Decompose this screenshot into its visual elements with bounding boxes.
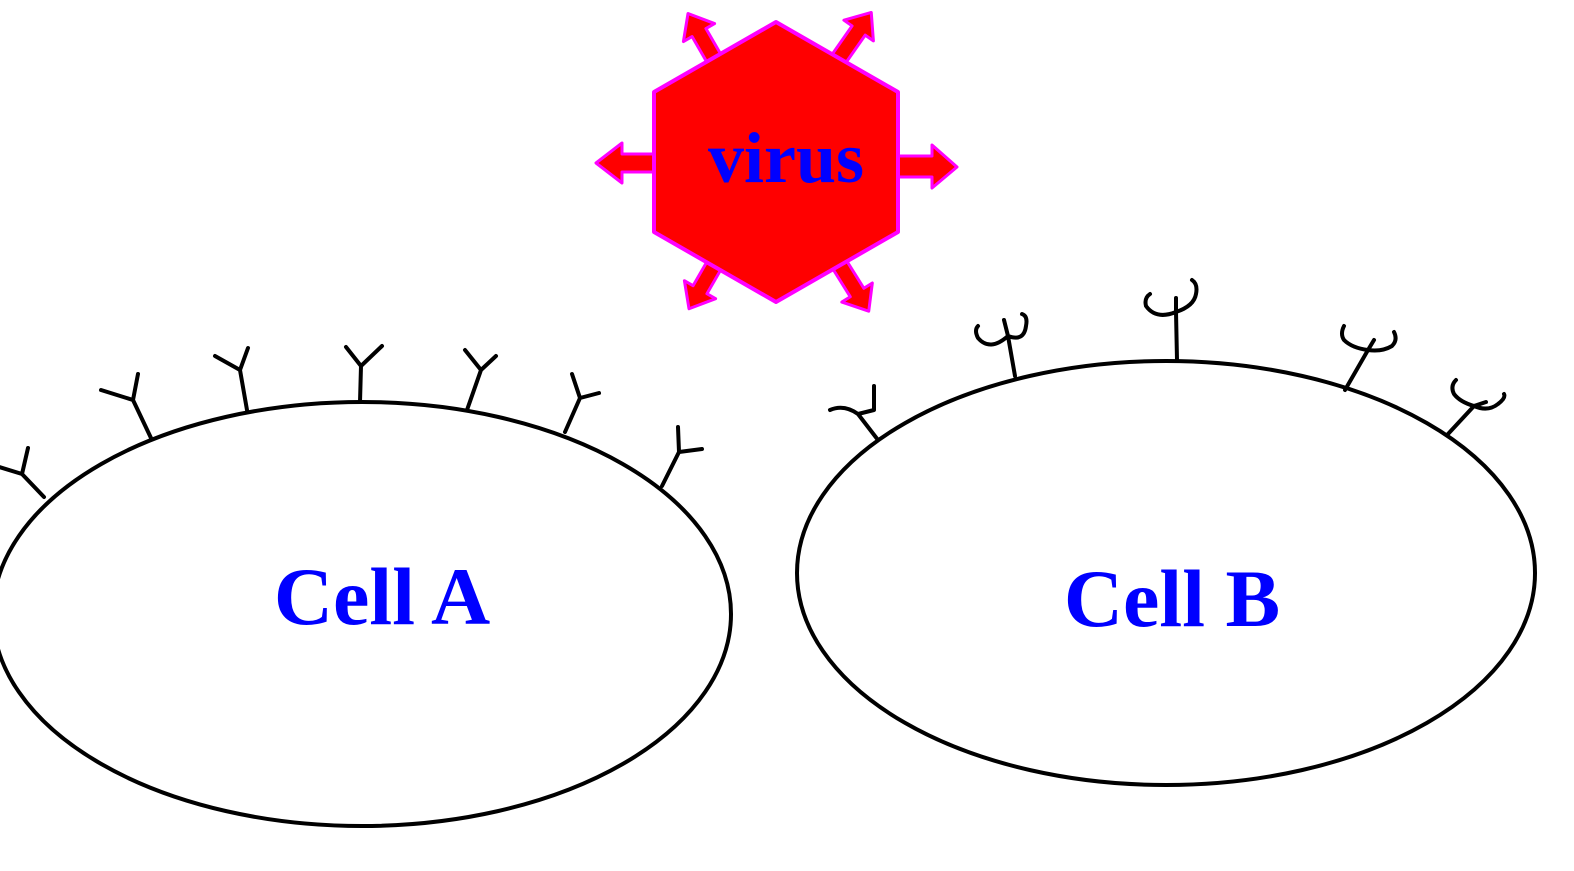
cup-receptor-icon xyxy=(1340,324,1398,392)
y-receptor-icon xyxy=(463,348,498,412)
y-receptor-icon xyxy=(0,446,46,499)
virus-label: virus xyxy=(708,118,864,198)
spike-arrow-icon xyxy=(829,10,875,67)
cup-receptor-icon xyxy=(1446,378,1507,436)
y-receptor-icon xyxy=(660,425,704,488)
virus: virus xyxy=(594,10,959,313)
cup-receptor-icon xyxy=(828,384,880,442)
y-receptor-icon xyxy=(213,346,250,412)
cell-b-label: Cell B xyxy=(1064,553,1280,644)
cell-a-label: Cell A xyxy=(274,551,490,642)
cup-receptor-icon xyxy=(1143,278,1199,362)
cell-a: Cell A xyxy=(0,344,733,828)
cell-b: Cell B xyxy=(795,278,1537,787)
y-receptor-icon xyxy=(344,344,384,404)
y-receptor-icon xyxy=(563,372,601,434)
spike-arrow-icon xyxy=(594,141,658,185)
virus-spike-arrows xyxy=(594,10,959,313)
y-receptor-icon xyxy=(99,372,153,440)
cup-receptor-icon xyxy=(974,312,1029,378)
spike-arrow-icon xyxy=(894,143,959,190)
virus-capsid xyxy=(652,20,900,304)
cell-b-membrane xyxy=(795,359,1537,787)
spike-arrow-icon xyxy=(829,256,874,313)
